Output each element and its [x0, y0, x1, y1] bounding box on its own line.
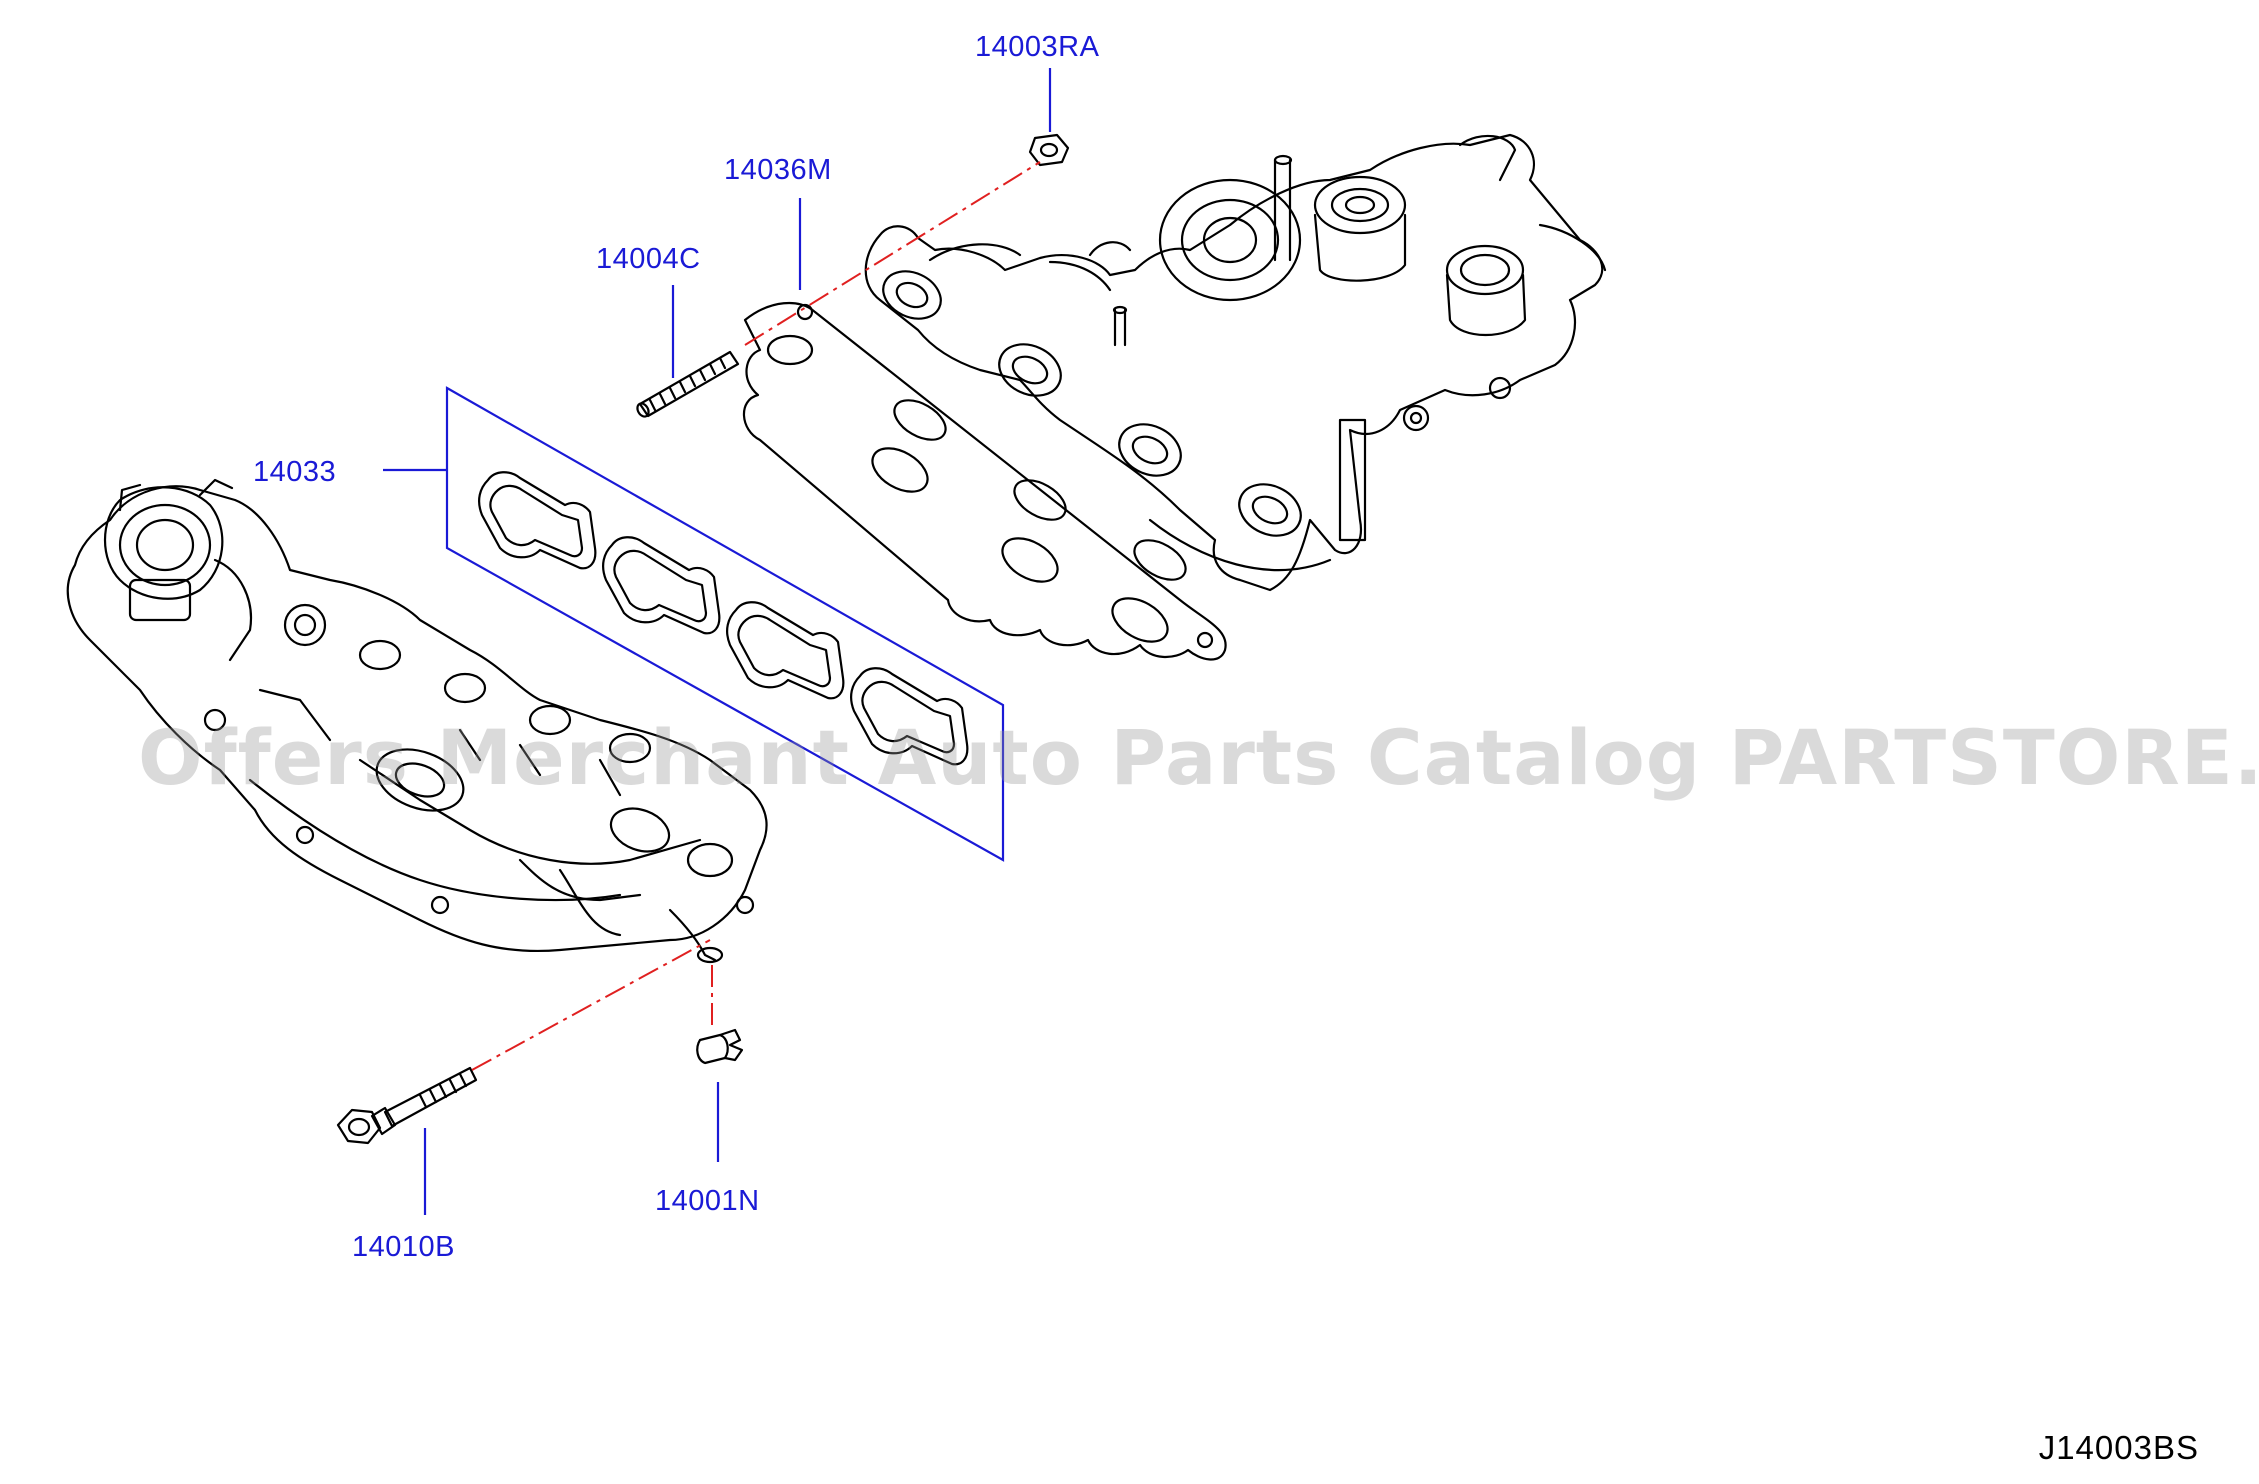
callout-14036m[interactable]: 14036M [724, 154, 832, 186]
bolt [336, 1066, 478, 1145]
stud [636, 350, 740, 418]
clip [696, 1028, 744, 1065]
callout-14001n[interactable]: 14001N [655, 1185, 760, 1217]
callout-14004c[interactable]: 14004C [596, 243, 701, 275]
leader-lines [383, 68, 1052, 1215]
callout-14033[interactable]: 14033 [253, 456, 337, 488]
callout-14003ra[interactable]: 14003RA [975, 31, 1100, 63]
alignment-lines [471, 161, 1041, 1071]
intake-manifold [66, 478, 768, 964]
nut [1028, 133, 1070, 167]
callout-14010b[interactable]: 14010B [352, 1231, 455, 1263]
watermark: Offers Merchant Auto Parts Catalog PARTS… [138, 713, 2259, 802]
exhaust-manifold-turbocharger [864, 133, 1607, 592]
exhaust-manifold-gasket [742, 301, 1227, 661]
diagram-code: J14003BS [2038, 1429, 2199, 1466]
intake-gasket-set [478, 471, 969, 766]
